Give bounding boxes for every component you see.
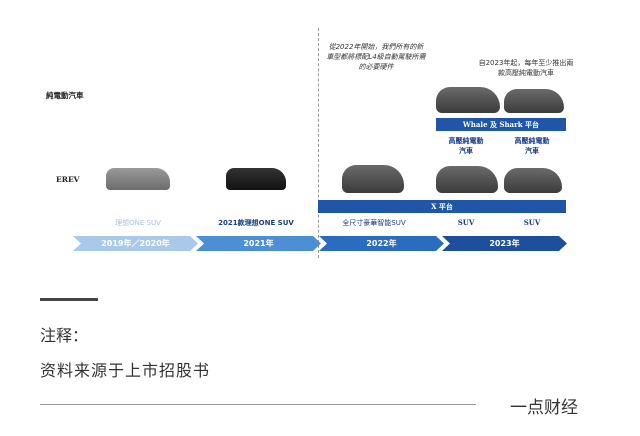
caption-accent-line (40, 298, 98, 301)
row-label-bev: 純電動汽車 (46, 91, 84, 100)
timeline-2021: 2021年 (196, 236, 321, 251)
brand-name: 一点财经 (510, 398, 578, 418)
li-one-2019-car (106, 168, 170, 190)
erev-label-4: SUV (457, 218, 475, 227)
bev-label-2: 高壓純電動汽車 (514, 137, 550, 155)
note-2023: 自2023年起，每年至少推出兩款高壓純電動汽車 (478, 59, 574, 77)
erev-label-2: 2021款理想ONE SUV (218, 219, 294, 227)
whale-shark-platform-bar: Whale 及 Shark 平台 (436, 118, 566, 131)
timeline-2019-2020: 2019年／2020年 (73, 236, 198, 251)
bev-car-1 (436, 87, 500, 113)
erev-label-1: 理想ONE SUV (115, 219, 161, 227)
li-one-2021-car (226, 168, 286, 190)
bev-label-1: 高壓純電動汽車 (448, 137, 484, 155)
erev-label-3: 全尺寸豪華智能SUV (342, 219, 406, 227)
x-platform-bar: X 平台 (318, 200, 566, 213)
note-2022: 從2022年開始，我們所有的新車型都將標配L4級自動駕駛所需的必要硬件 (326, 43, 426, 71)
caption-source: 资料来源于上市招股书 (40, 361, 211, 380)
divider (318, 28, 319, 258)
full-size-suv-car (342, 165, 404, 193)
caption-divider (40, 404, 476, 405)
row-label-erev: EREV (56, 175, 80, 184)
suv-car-1 (436, 166, 498, 193)
erev-label-5: SUV (523, 218, 541, 227)
timeline-2023: 2023年 (442, 236, 567, 251)
timeline-2022: 2022年 (319, 236, 444, 251)
caption-title: 注释： (40, 326, 89, 345)
bev-car-2 (504, 89, 564, 113)
suv-car-2 (504, 168, 562, 193)
